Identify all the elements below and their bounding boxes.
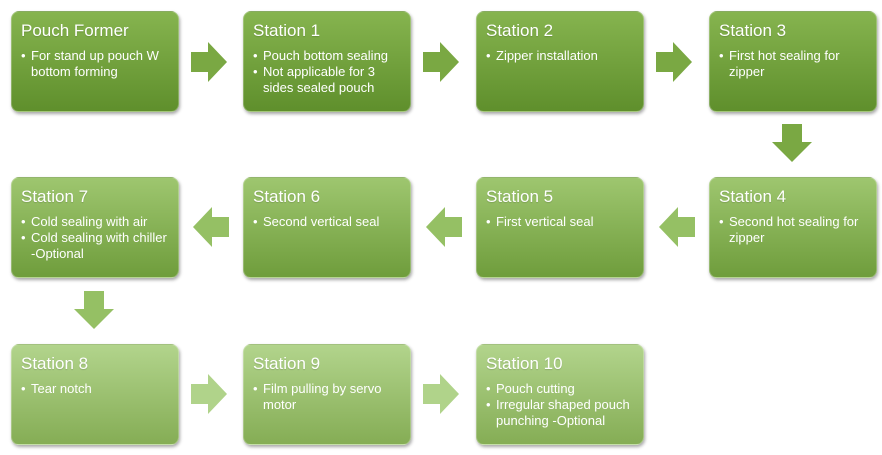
bullet-list: Second vertical seal [253, 214, 402, 230]
box-station-4: Station 4 Second hot sealing for zipper [709, 177, 877, 278]
box-title: Station 5 [486, 187, 554, 206]
arrow-right-icon [656, 42, 692, 82]
arrow-shape [659, 207, 695, 247]
arrow-right-icon [191, 42, 227, 82]
box-station-10: Station 10 Pouch cutting Irregular shape… [476, 344, 644, 445]
bullet-item: Second vertical seal [253, 214, 402, 230]
box-station-8: Station 8 Tear notch [11, 344, 179, 445]
arrow-shape [193, 207, 229, 247]
arrow-left-icon [659, 207, 695, 247]
box-station-6: Station 6 Second vertical seal [243, 177, 411, 278]
bullet-item: For stand up pouch W bottom forming [21, 48, 170, 80]
bullet-item: Film pulling by servo motor [253, 381, 402, 413]
box-station-1: Station 1 Pouch bottom sealing Not appli… [243, 11, 411, 112]
box-title: Station 1 [253, 21, 321, 40]
arrow-shape [423, 374, 459, 414]
bullet-item: Pouch bottom sealing [253, 48, 402, 64]
box-station-2: Station 2 Zipper installation [476, 11, 644, 112]
bullet-list: First hot sealing for zipper [719, 48, 868, 80]
arrow-right-icon [191, 374, 227, 414]
bullet-item: First hot sealing for zipper [719, 48, 868, 80]
arrow-shape [191, 374, 227, 414]
arrow-shape [426, 207, 462, 247]
arrow-shape [74, 291, 114, 329]
bullet-list: Second hot sealing for zipper [719, 214, 868, 246]
bullet-item: Cold sealing with chiller -Optional [21, 230, 170, 262]
box-title: Station 6 [253, 187, 321, 206]
bullet-item: Irregular shaped pouch punching -Optiona… [486, 397, 635, 429]
box-pouch-former: Pouch Former For stand up pouch W bottom… [11, 11, 179, 112]
box-title: Pouch Former [21, 21, 129, 40]
box-title: Station 4 [719, 187, 787, 206]
arrow-shape [656, 42, 692, 82]
bullet-item: First vertical seal [486, 214, 635, 230]
arrow-left-icon [426, 207, 462, 247]
bullet-list: Zipper installation [486, 48, 635, 64]
bullet-item: Second hot sealing for zipper [719, 214, 868, 246]
bullet-item: Tear notch [21, 381, 170, 397]
box-station-5: Station 5 First vertical seal [476, 177, 644, 278]
box-title: Station 7 [21, 187, 89, 206]
box-title: Station 9 [253, 354, 321, 373]
arrow-shape [423, 42, 459, 82]
bullet-item: Zipper installation [486, 48, 635, 64]
arrow-left-icon [193, 207, 229, 247]
bullet-item: Cold sealing with air [21, 214, 170, 230]
bullet-list: First vertical seal [486, 214, 635, 230]
bullet-list: For stand up pouch W bottom forming [21, 48, 170, 80]
arrow-down-icon [74, 291, 114, 329]
bullet-item: Pouch cutting [486, 381, 635, 397]
box-title: Station 2 [486, 21, 554, 40]
bullet-list: Pouch cutting Irregular shaped pouch pun… [486, 381, 635, 429]
bullet-list: Film pulling by servo motor [253, 381, 402, 413]
box-title: Station 3 [719, 21, 787, 40]
arrow-right-icon [423, 374, 459, 414]
box-station-3: Station 3 First hot sealing for zipper [709, 11, 877, 112]
bullet-list: Cold sealing with air Cold sealing with … [21, 214, 170, 262]
box-title: Station 10 [486, 354, 563, 373]
bullet-item: Not applicable for 3 sides sealed pouch [253, 64, 402, 96]
bullet-list: Pouch bottom sealing Not applicable for … [253, 48, 402, 96]
arrow-down-icon [772, 124, 812, 162]
box-title: Station 8 [21, 354, 89, 373]
box-station-9: Station 9 Film pulling by servo motor [243, 344, 411, 445]
arrow-shape [191, 42, 227, 82]
arrow-right-icon [423, 42, 459, 82]
box-station-7: Station 7 Cold sealing with air Cold sea… [11, 177, 179, 278]
bullet-list: Tear notch [21, 381, 170, 397]
arrow-shape [772, 124, 812, 162]
